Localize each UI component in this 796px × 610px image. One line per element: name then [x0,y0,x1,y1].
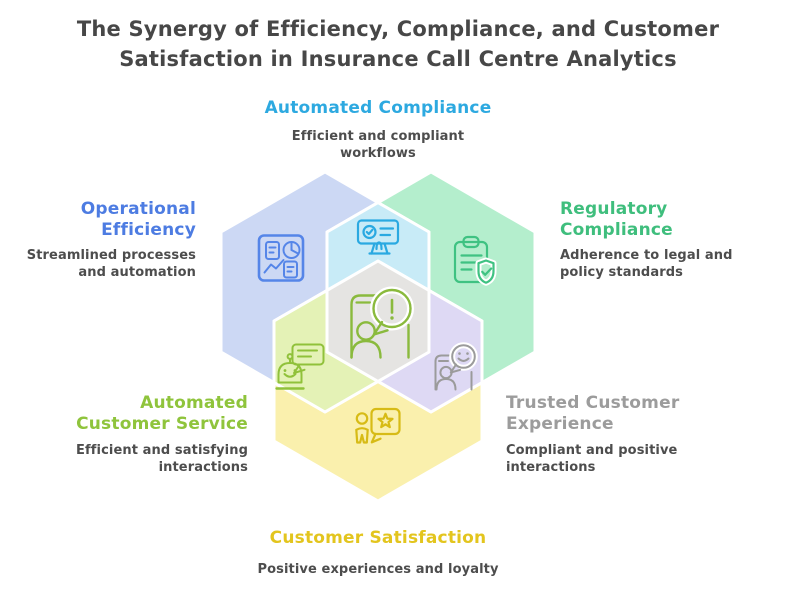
label-automated-compliance: Automated Compliance [264,98,492,118]
clipboard-shield-check-icon [453,235,497,286]
page-title: The Synergy of Efficiency, Compliance, a… [48,14,748,74]
service-alert-icon [350,286,414,359]
chatbot-speech-icon [275,343,325,390]
label-automated-customer-service: Automated Customer Service [76,393,248,434]
desc-automated-customer-service: Efficient and satisfying interactions [76,443,248,475]
desc-regulatory-compliance: Adherence to legal and policy standards [560,248,733,280]
desc-trusted-customer-experience: Compliant and positive interactions [506,443,678,475]
dashboard-icon [257,234,305,282]
desc-automated-compliance: Efficient and compliant workflows [291,129,465,161]
page-title-line: Satisfaction in Insurance Call Centre An… [119,47,677,71]
certificate-presentation-icon [356,219,400,255]
person-star-review-icon [355,407,401,444]
desc-customer-satisfaction: Positive experiences and loyalty [257,562,499,577]
label-trusted-customer-experience: Trusted Customer Experience [506,393,680,434]
desc-operational-efficiency: Streamlined processes and automation [26,248,196,280]
label-regulatory-compliance: Regulatory Compliance [560,199,673,240]
label-customer-satisfaction: Customer Satisfaction [269,528,487,548]
kiosk-smiley-icon [434,342,478,391]
label-operational-efficiency: Operational Efficiency [80,199,196,240]
page-title-line: The Synergy of Efficiency, Compliance, a… [76,17,720,41]
